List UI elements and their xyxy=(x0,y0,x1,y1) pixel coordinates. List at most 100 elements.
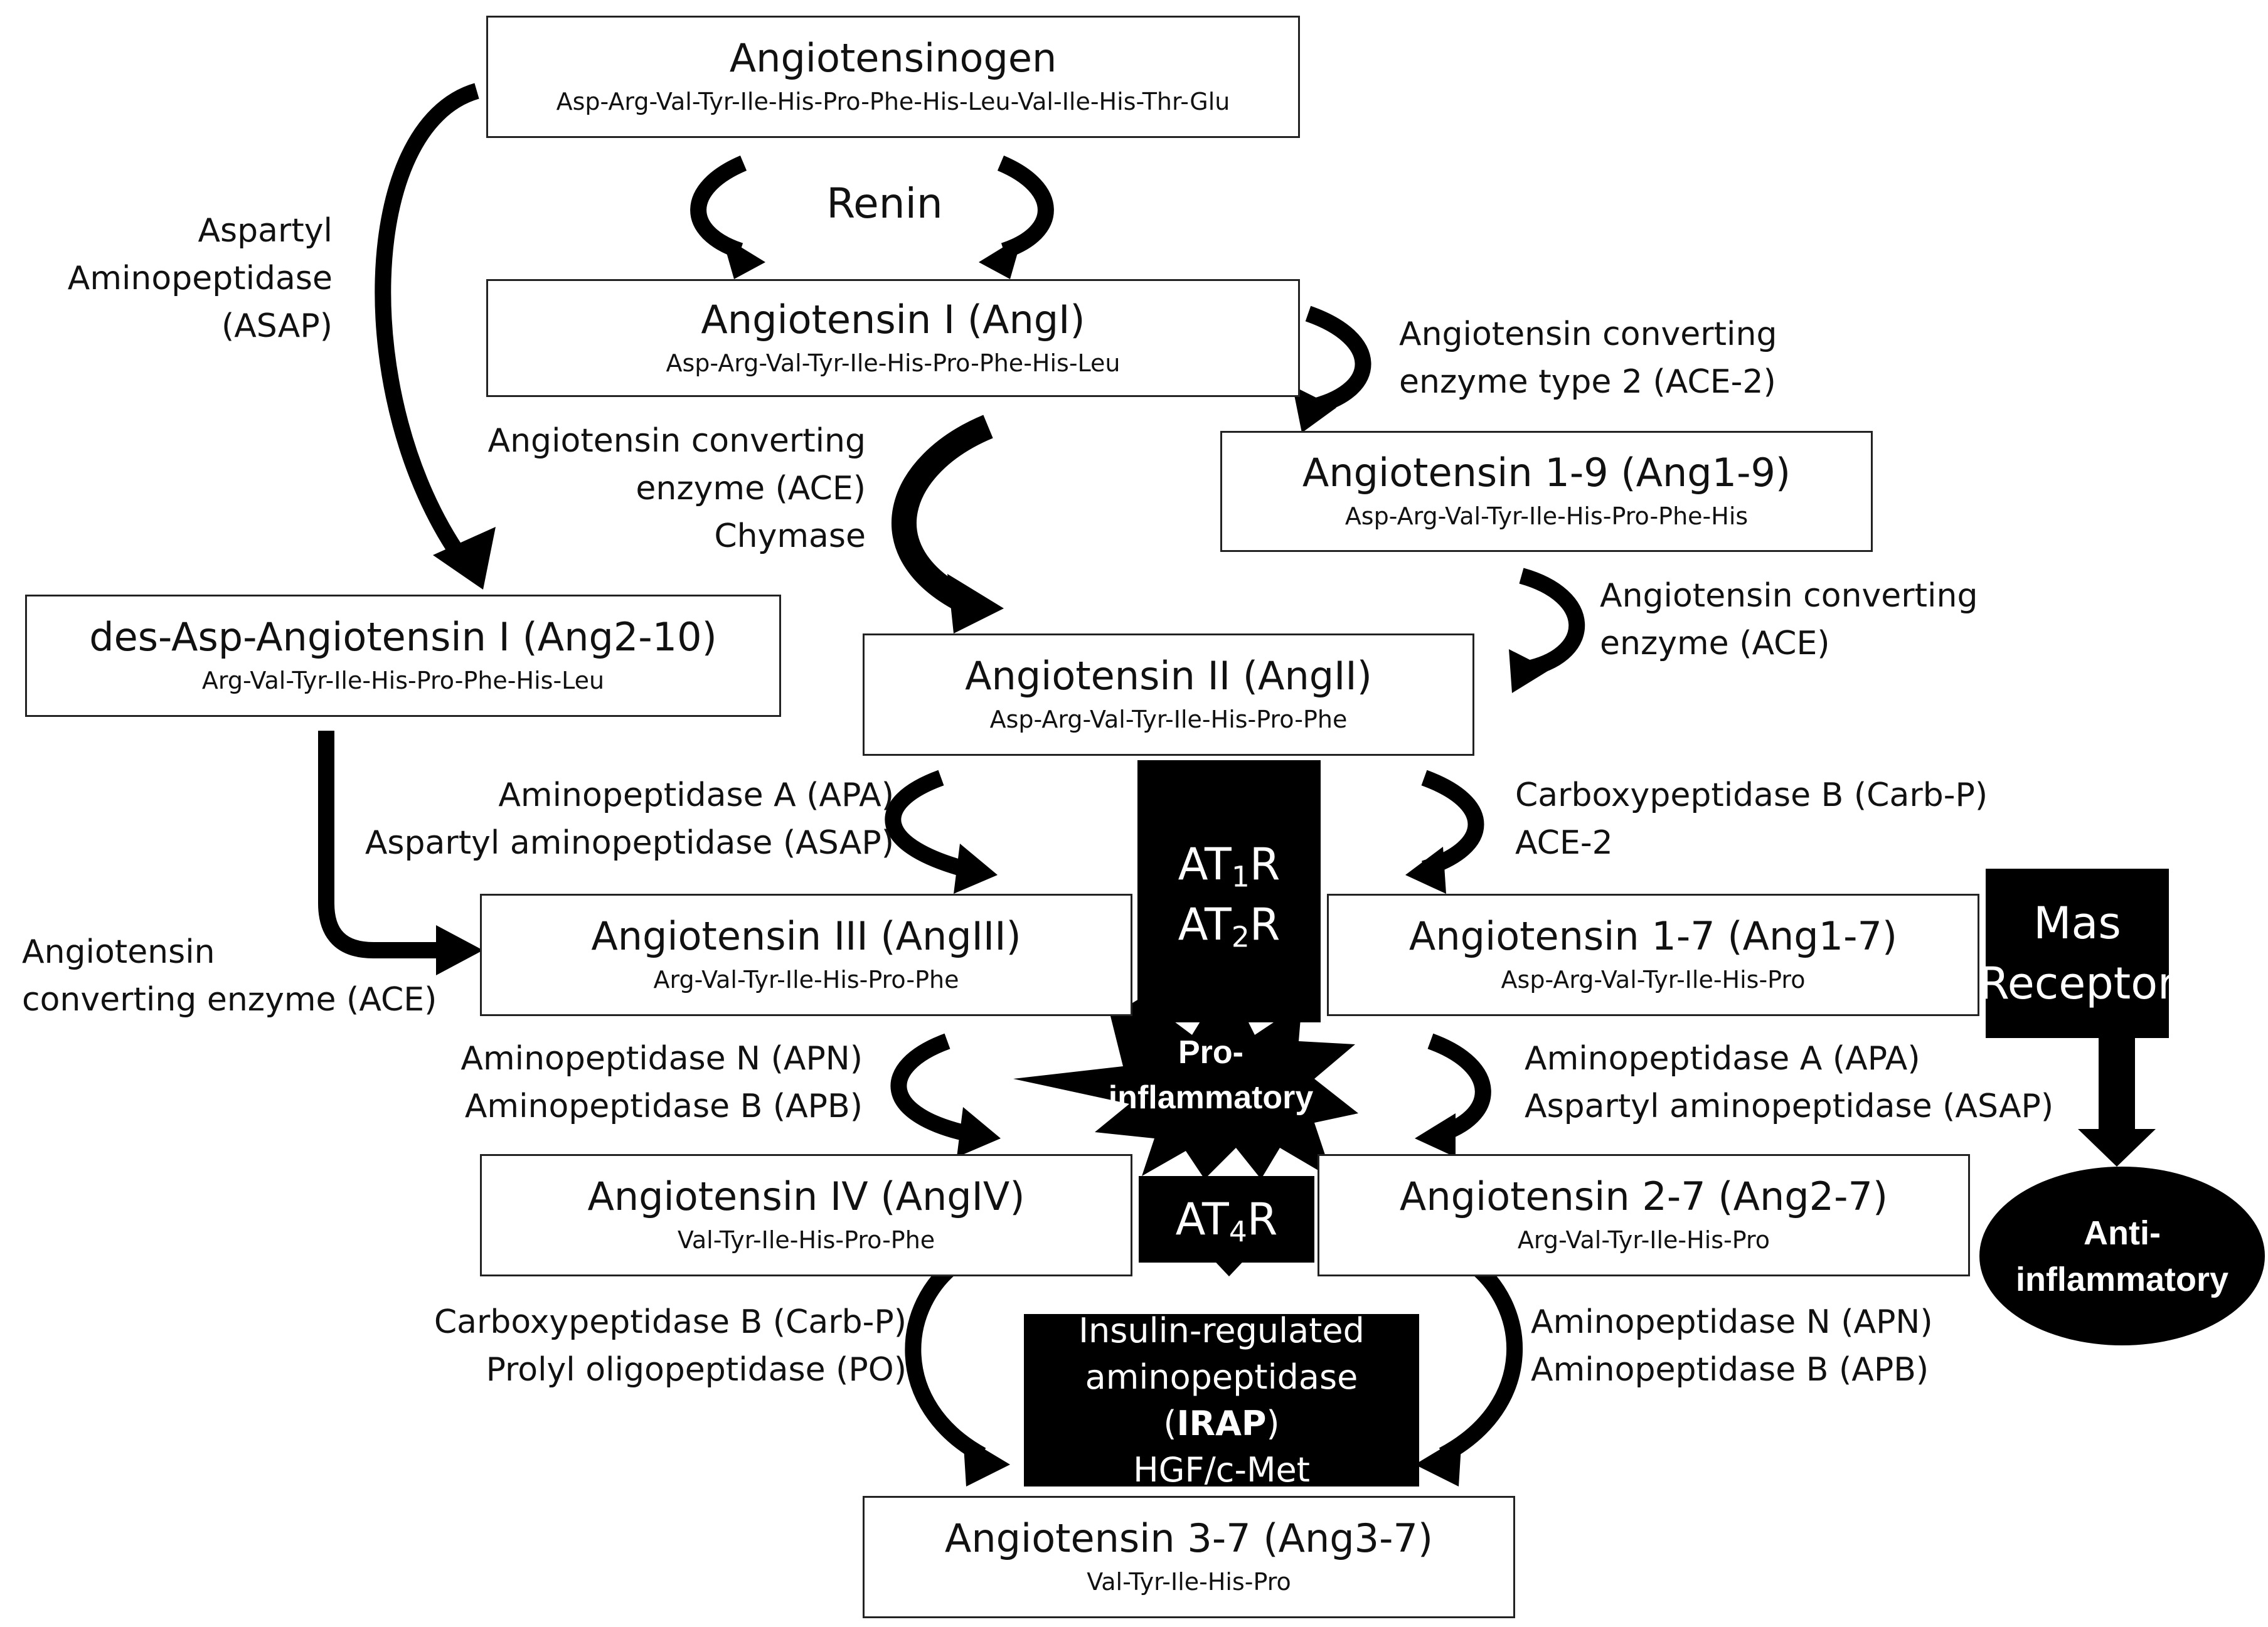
angiotensin-iv-box: Angiotensin IV (AngIV) Val-Tyr-Ile-His-P… xyxy=(480,1154,1132,1276)
renin-arrow-left xyxy=(690,156,747,259)
label-line: Aminopeptidase B (APB) xyxy=(464,1088,863,1125)
ace-right-arrowhead xyxy=(1509,649,1550,693)
label-line: Aspartyl xyxy=(198,212,333,250)
node-name: Angiotensin 3-7 (Ang3-7) xyxy=(944,1515,1434,1562)
pro-inflammatory-starburst xyxy=(1013,978,1358,1179)
ace2-arrow xyxy=(1305,305,1371,415)
ace-left-label: Angiotensin converting enzyme (ACE) xyxy=(22,928,437,1024)
label-line: Aminopeptidase N (APN) xyxy=(1531,1303,1933,1341)
at4r-block: AT4R xyxy=(1139,1176,1314,1263)
node-sequence: Arg-Val-Tyr-Ile-His-Pro-Phe xyxy=(653,966,959,994)
apn-apb-right-arrow xyxy=(1439,1254,1523,1463)
ace-chymase-label: Angiotensin converting enzyme (ACE) Chym… xyxy=(452,417,866,560)
label-line: Angiotensin xyxy=(22,933,215,971)
label-line: Mas xyxy=(2033,898,2121,949)
label-line: Aspartyl aminopeptidase (ASAP) xyxy=(365,824,894,862)
node-sequence: Val-Tyr-Ile-His-Pro-Phe xyxy=(677,1226,935,1254)
carbp-ace2-label: Carboxypeptidase B (Carb-P) ACE-2 xyxy=(1515,771,1988,867)
asap-arc-arrowhead xyxy=(433,527,496,590)
renin-arrowhead-right xyxy=(979,235,1023,279)
carbp-po-arrowhead xyxy=(963,1436,1010,1487)
ang2-10-box: des-Asp-Angiotensin I (Ang2-10) Arg-Val-… xyxy=(25,595,781,717)
label-line: Angiotensin converting xyxy=(487,422,866,460)
carbp-ace2-arrow xyxy=(1421,770,1484,877)
label-line: Chymase xyxy=(714,517,866,555)
node-name: des-Asp-Angiotensin I (Ang2-10) xyxy=(89,614,717,660)
mas-arrowhead xyxy=(2078,1129,2156,1167)
label-line: Carboxypeptidase B (Carb-P) xyxy=(1515,776,1988,814)
apn-apb-right-arrowhead xyxy=(1415,1436,1462,1487)
carbp-po-label: Carboxypeptidase B (Carb-P) Prolyl oligo… xyxy=(351,1298,907,1394)
pro-inflammatory-label: Pro- inflammatory xyxy=(1067,1030,1355,1120)
angiotensin-3-7-box: Angiotensin 3-7 (Ang3-7) Val-Tyr-Ile-His… xyxy=(863,1496,1515,1618)
mas-receptor-block: Mas Receptor xyxy=(1979,869,2176,1038)
apa-asap-left-arrow xyxy=(885,770,978,880)
apa-asap-left-arrowhead xyxy=(954,844,998,894)
node-name: Angiotensin 2-7 (Ang2-7) xyxy=(1399,1174,1888,1220)
node-name: Angiotensinogen xyxy=(729,35,1057,82)
at2r-label: AT2R xyxy=(1178,899,1280,954)
irap-line-1: Insulin-regulated xyxy=(1078,1310,1365,1350)
mas-arrow-shaft xyxy=(2099,1035,2135,1138)
node-sequence: Asp-Arg-Val-Tyr-Ile-His-Pro-Phe-His xyxy=(1344,502,1749,531)
angiotensin-ii-box: Angiotensin II (AngII) Asp-Arg-Val-Tyr-I… xyxy=(863,633,1474,756)
angiotensin-iii-box: Angiotensin III (AngIII) Arg-Val-Tyr-Ile… xyxy=(480,894,1132,1016)
anti-inflammatory-oval: Anti- inflammatory xyxy=(1979,1167,2265,1345)
angiotensinogen-box: Angiotensinogen Asp-Arg-Val-Tyr-Ile-His-… xyxy=(486,16,1300,138)
angiotensin-i-box: Angiotensin I (AngI) Asp-Arg-Val-Tyr-Ile… xyxy=(486,279,1300,397)
irap-block: Insulin-regulated aminopeptidase (IRAP) … xyxy=(1024,1311,1419,1490)
apn-apb-left-arrow xyxy=(890,1033,977,1143)
label-line: enzyme (ACE) xyxy=(636,470,866,507)
node-name: Angiotensin 1-7 (Ang1-7) xyxy=(1408,913,1898,960)
label-line: Aspartyl aminopeptidase (ASAP) xyxy=(1525,1088,2054,1125)
node-name: Angiotensin IV (AngIV) xyxy=(587,1174,1025,1220)
label-line: Prolyl oligopeptidase (PO) xyxy=(486,1351,907,1389)
at4r-label: AT4R xyxy=(1175,1194,1278,1249)
node-sequence: Val-Tyr-Ile-His-Pro xyxy=(1087,1568,1291,1596)
label-line: enzyme (ACE) xyxy=(1600,625,1830,662)
label-line: Aminopeptidase N (APN) xyxy=(461,1040,863,1078)
label-line: Aminopeptidase B (APB) xyxy=(1531,1351,1929,1389)
label-line: Aminopeptidase A (APA) xyxy=(498,776,894,814)
apn-apb-right-label: Aminopeptidase N (APN) Aminopeptidase B … xyxy=(1531,1298,1933,1394)
at1r-at2r-block xyxy=(1137,760,1321,1022)
ace-right-label: Angiotensin converting enzyme (ACE) xyxy=(1600,572,1978,667)
asap-left-label: Aspartyl Aminopeptidase (ASAP) xyxy=(38,207,333,350)
label-line: ACE-2 xyxy=(1515,824,1613,862)
apa-asap-right-label: Aminopeptidase A (APA) Aspartyl aminopep… xyxy=(1525,1035,2053,1130)
node-name: Angiotensin III (AngIII) xyxy=(591,913,1021,960)
label-line: converting enzyme (ACE) xyxy=(22,981,437,1019)
apn-apb-left-arrowhead xyxy=(957,1107,1001,1157)
ace-right-arrow xyxy=(1519,568,1585,676)
node-sequence: Arg-Val-Tyr-Ile-His-Pro xyxy=(1517,1226,1770,1254)
ace2-arrowhead xyxy=(1292,386,1336,433)
label-line: Aminopeptidase A (APA) xyxy=(1525,1040,1920,1078)
angiotensin-1-7-box: Angiotensin 1-7 (Ang1-7) Asp-Arg-Val-Tyr… xyxy=(1327,894,1979,1016)
renin-arrowhead-left xyxy=(721,235,765,279)
label-line: (ASAP) xyxy=(221,307,333,345)
label-line: inflammatory xyxy=(1108,1079,1314,1116)
ace2-top-label: Angiotensin converting enzyme type 2 (AC… xyxy=(1399,310,1777,406)
ace-left-arrowhead xyxy=(436,925,483,975)
ace-chymase-arrowhead xyxy=(947,574,1004,633)
label-line: Receptor xyxy=(1979,958,2176,1009)
angiotensin-1-9-box: Angiotensin 1-9 (Ang1-9) Asp-Arg-Val-Tyr… xyxy=(1220,431,1873,552)
node-sequence: Asp-Arg-Val-Tyr-Ile-His-Pro xyxy=(1501,966,1806,994)
label-line: Pro- xyxy=(1178,1034,1243,1071)
irap-line-3: HGF/c-Met xyxy=(1133,1449,1310,1490)
angiotensin-2-7-box: Angiotensin 2-7 (Ang2-7) Arg-Val-Tyr-Ile… xyxy=(1318,1154,1970,1276)
node-sequence: Arg-Val-Tyr-Ile-His-Pro-Phe-His-Leu xyxy=(201,667,605,695)
ace-chymase-arrow xyxy=(891,415,993,613)
node-sequence: Asp-Arg-Val-Tyr-Ile-His-Pro-Phe-His-Leu xyxy=(666,349,1121,377)
asap-arc-arrow xyxy=(375,83,479,563)
label-line: Angiotensin converting xyxy=(1600,577,1978,615)
carbp-po-arrow xyxy=(905,1254,986,1463)
node-name: Angiotensin 1-9 (Ang1-9) xyxy=(1302,450,1791,496)
irap-line-2: aminopeptidase (IRAP) xyxy=(1085,1357,1358,1443)
apa-asap-right-arrowhead xyxy=(1415,1113,1456,1157)
apn-apb-left-label: Aminopeptidase N (APN) Aminopeptidase B … xyxy=(389,1035,863,1130)
apa-asap-left-label: Aminopeptidase A (APA) Aspartyl aminopep… xyxy=(339,771,894,867)
renin-label: Renin xyxy=(826,179,943,228)
apa-asap-right-arrow xyxy=(1427,1033,1491,1143)
